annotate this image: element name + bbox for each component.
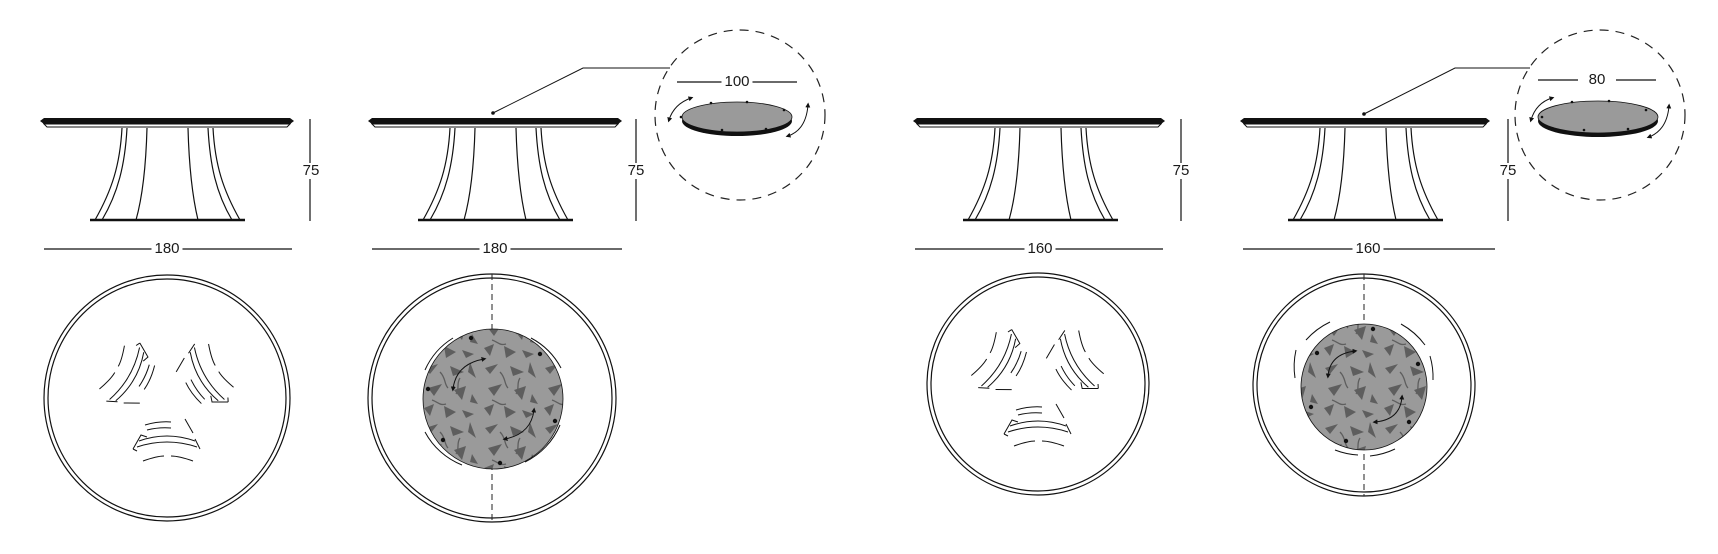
- lazy-susan-detail: [667, 96, 811, 138]
- detail-callout-circle: [654, 29, 826, 201]
- lazy-susan-diameter-label: 100: [721, 74, 753, 90]
- base-leg: [95, 336, 167, 417]
- lazy-susan-detail: [1529, 96, 1672, 139]
- table-160-plan: [926, 272, 1150, 496]
- table-160-lazy-susan-plan: [1252, 273, 1476, 497]
- tabletop-edge: [40, 118, 294, 124]
- lazy-susan-top: [422, 328, 564, 470]
- width-label: 180: [151, 241, 183, 257]
- table-160-elevation: [913, 118, 1182, 250]
- height-label: 75: [1169, 163, 1193, 179]
- height-label: 75: [624, 163, 648, 179]
- table-180-lazy-susan-elevation: [368, 29, 826, 250]
- table-180-plan: [43, 274, 291, 522]
- height-label: 75: [1496, 163, 1520, 179]
- base-leg: [132, 418, 201, 462]
- width-label: 160: [1024, 241, 1056, 257]
- lazy-susan-diameter-label: 80: [1585, 72, 1609, 88]
- width-label: 160: [1352, 241, 1384, 257]
- base-leg: [168, 337, 240, 418]
- table-160-lazy-susan-elevation: [1240, 29, 1686, 250]
- table-180-lazy-susan-plan: [367, 273, 617, 523]
- table-180-elevation: [40, 118, 311, 250]
- leader-line: [492, 67, 670, 114]
- width-label: 180: [479, 241, 511, 257]
- height-label: 75: [299, 163, 323, 179]
